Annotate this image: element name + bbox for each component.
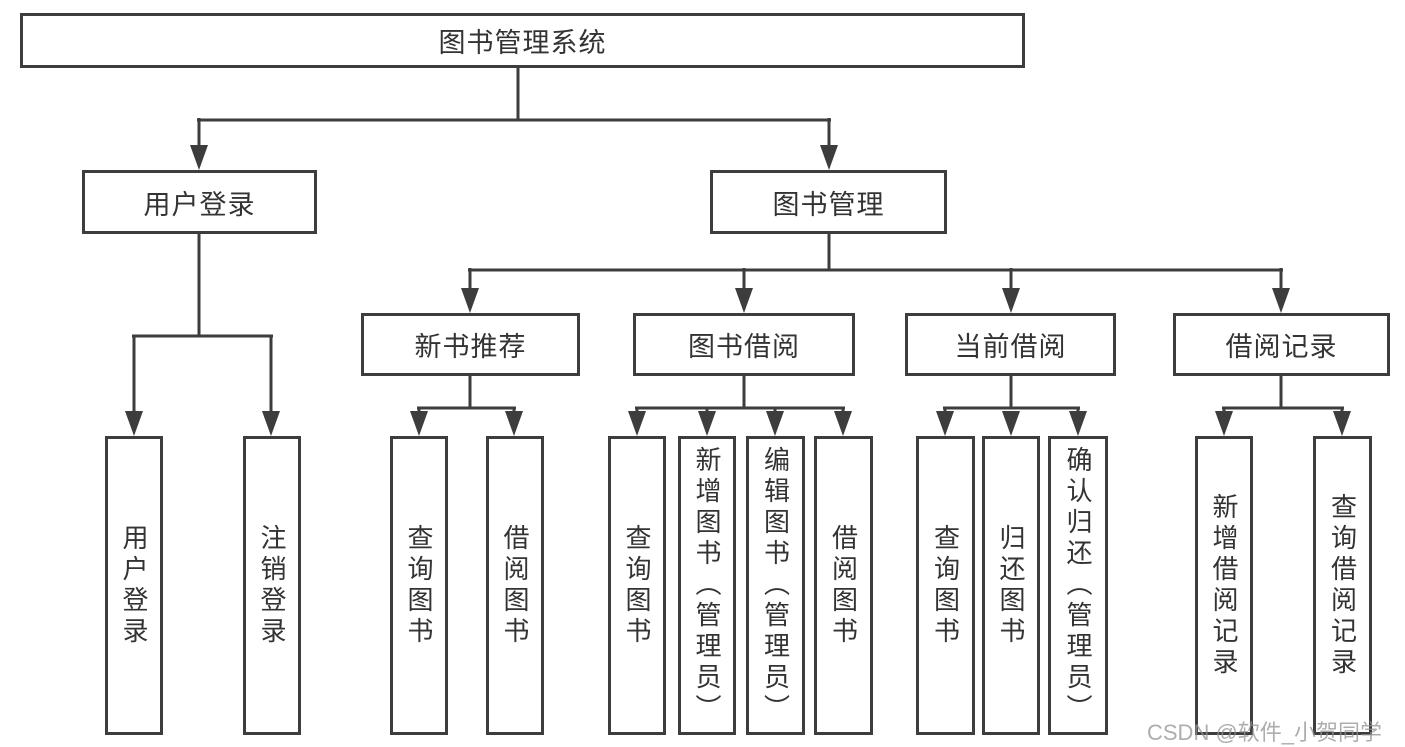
- node-borrowing-records: 借阅记录: [1173, 313, 1390, 376]
- node-label: 查询图书: [930, 523, 961, 648]
- node-label: 注销登录: [257, 523, 287, 648]
- leaf-borrow-books-borrowing: 借阅图书: [814, 436, 873, 735]
- node-label: 新增图书（管理员）: [692, 446, 722, 725]
- csdn-watermark: CSDN @软件_小贺同学: [1147, 720, 1383, 745]
- node-label: 归还图书: [996, 523, 1026, 648]
- node-book-management: 图书管理: [710, 170, 947, 234]
- leaf-query-books-borrowing: 查询图书: [608, 436, 666, 735]
- node-label: 编辑图书（管理员）: [760, 446, 791, 725]
- node-new-book-recommendation: 新书推荐: [361, 313, 580, 376]
- node-label: 查询图书: [622, 523, 652, 648]
- node-current-borrowing: 当前借阅: [905, 313, 1116, 376]
- leaf-add-borrow-record: 新增借阅记录: [1195, 436, 1253, 735]
- leaf-query-books-recommend: 查询图书: [390, 436, 448, 735]
- node-label: 用户登录: [119, 523, 149, 648]
- leaf-borrow-books-recommend: 借阅图书: [486, 436, 544, 735]
- node-label: 确认归还（管理员）: [1063, 446, 1093, 725]
- leaf-confirm-return-admin: 确认归还（管理员）: [1048, 436, 1108, 735]
- node-label: 当前借阅: [954, 332, 1067, 362]
- node-label: 查询借阅记录: [1327, 492, 1358, 679]
- node-label: 查询图书: [404, 523, 434, 648]
- node-label: 新增借阅记录: [1209, 492, 1239, 679]
- leaf-query-books-current: 查询图书: [916, 436, 975, 735]
- leaf-query-borrow-record: 查询借阅记录: [1313, 436, 1372, 735]
- node-user-login: 用户登录: [82, 170, 317, 234]
- node-label: 借阅记录: [1225, 332, 1338, 362]
- leaf-add-book-admin: 新增图书（管理员）: [678, 436, 736, 735]
- node-label: 用户登录: [143, 189, 256, 220]
- leaf-return-books: 归还图书: [982, 436, 1040, 735]
- node-label: 新书推荐: [414, 332, 527, 362]
- node-label: 借阅图书: [828, 523, 859, 648]
- leaf-user-login: 用户登录: [105, 436, 163, 735]
- node-label: 图书管理系统: [438, 28, 607, 58]
- leaf-edit-book-admin: 编辑图书（管理员）: [746, 436, 805, 735]
- node-library-system: 图书管理系统: [20, 13, 1025, 68]
- leaf-logout: 注销登录: [243, 436, 301, 735]
- node-label: 借阅图书: [500, 523, 530, 648]
- node-label: 图书管理: [772, 189, 885, 220]
- node-book-borrowing: 图书借阅: [633, 313, 855, 376]
- node-label: 图书借阅: [688, 332, 800, 362]
